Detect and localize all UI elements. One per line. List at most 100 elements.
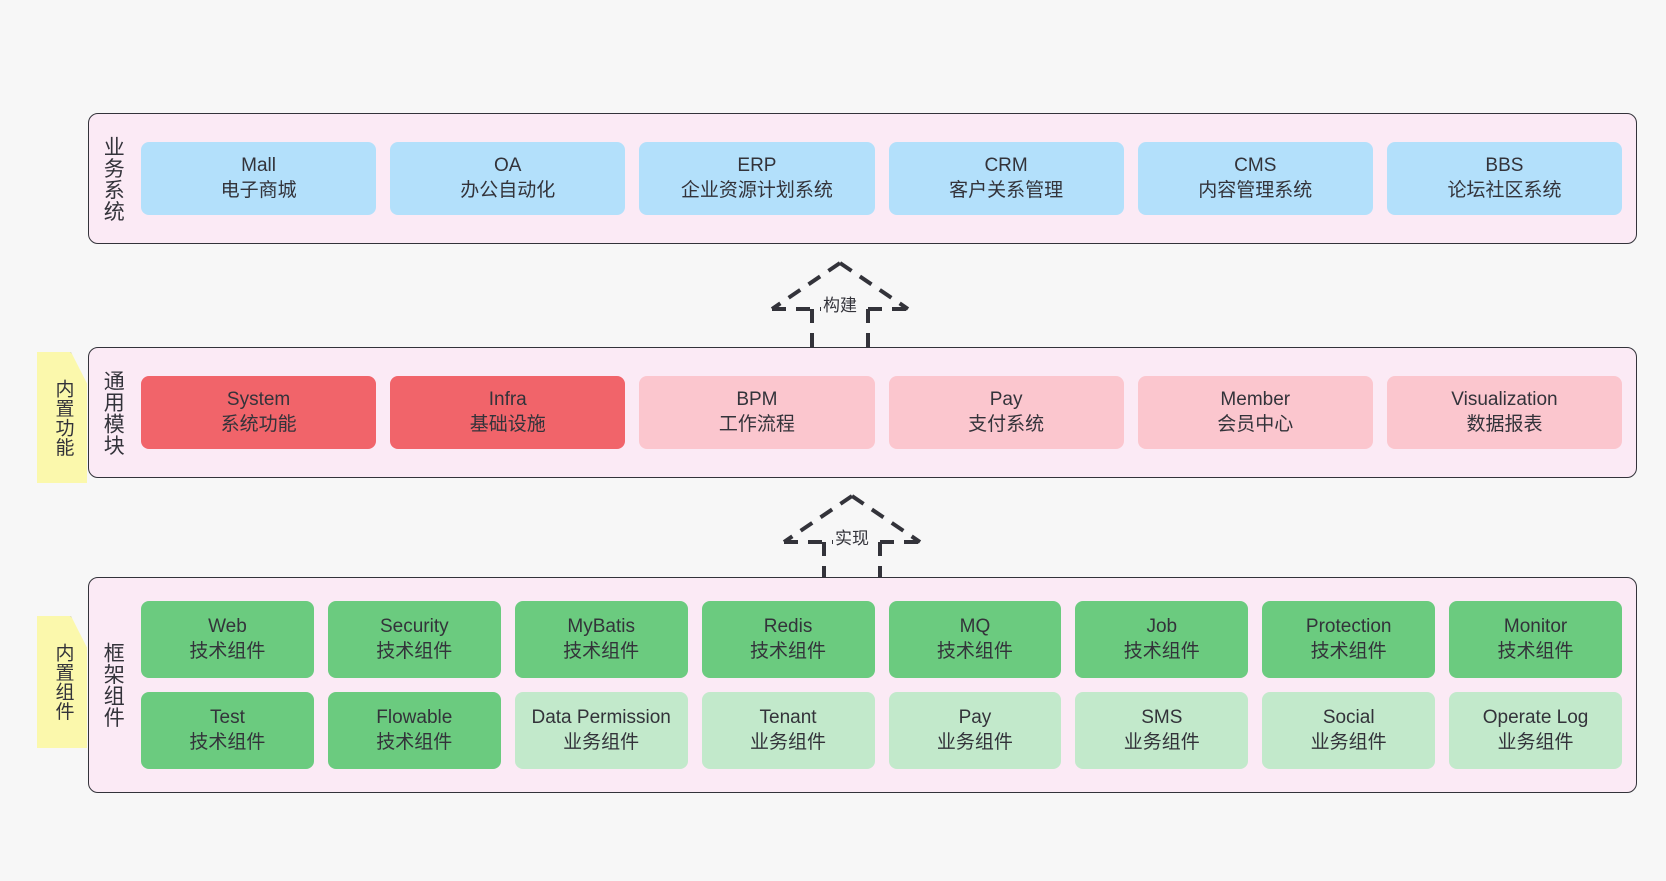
card-row: Test 技术组件 Flowable 技术组件 Data Permission …: [141, 692, 1622, 769]
note-builtin-function: 内置功能: [37, 352, 87, 483]
note-fold-icon: [70, 616, 87, 633]
card-title-cn: 技术组件: [1310, 640, 1387, 662]
card-title-en: Visualization: [1451, 389, 1558, 411]
card-oa[interactable]: OA 办公自动化: [390, 142, 626, 215]
layer-body-framework-component: Web 技术组件 Security 技术组件 MyBatis 技术组件 Redi…: [135, 578, 1636, 792]
card-title-cn: 技术组件: [376, 640, 453, 662]
layer-title-framework-component: 框架组件: [101, 642, 125, 728]
card-title-en: SMS: [1141, 707, 1183, 729]
card-title-cn: 技术组件: [1497, 640, 1574, 662]
card-title-cn: 业务组件: [1310, 731, 1387, 753]
card-title-en: Redis: [763, 616, 813, 638]
card-erp[interactable]: ERP 企业资源计划系统: [639, 142, 875, 215]
card-title-cn: 业务组件: [1123, 731, 1200, 753]
card-title-en: System: [226, 389, 291, 411]
card-tenant[interactable]: Tenant 业务组件: [701, 692, 875, 769]
card-sms[interactable]: SMS 业务组件: [1075, 692, 1249, 769]
card-title-en: Job: [1146, 616, 1178, 638]
card-title-en: ERP: [737, 155, 777, 177]
layer-title-business-system: 业务系统: [101, 135, 125, 222]
card-title-en: Member: [1220, 389, 1291, 411]
card-social[interactable]: Social 业务组件: [1262, 692, 1436, 769]
card-title-en: CMS: [1234, 155, 1277, 177]
card-job[interactable]: Job 技术组件: [1075, 601, 1249, 678]
card-title-cn: 技术组件: [376, 731, 453, 753]
card-title-cn: 基础设施: [469, 413, 546, 435]
card-title-en: Protection: [1305, 616, 1392, 638]
card-title-cn: 技术组件: [189, 731, 266, 753]
card-row: System 系统功能 Infra 基础设施 BPM 工作流程 Pay 支付系统…: [141, 376, 1623, 449]
card-title-cn: 会员中心: [1217, 413, 1294, 435]
card-member[interactable]: Member 会员中心: [1137, 376, 1373, 449]
card-data-permission[interactable]: Data Permission 业务组件: [514, 692, 688, 769]
arrow-realize: 实现: [772, 492, 932, 584]
card-system[interactable]: System 系统功能: [141, 376, 377, 449]
layer-common-module: 通用模块 System 系统功能 Infra 基础设施 BPM 工作流程 Pay…: [88, 347, 1637, 478]
card-title-cn: 技术组件: [936, 640, 1013, 662]
card-row: Web 技术组件 Security 技术组件 MyBatis 技术组件 Redi…: [141, 601, 1622, 678]
card-monitor[interactable]: Monitor 技术组件: [1449, 601, 1622, 678]
card-title-cn: 数据报表: [1466, 413, 1543, 435]
card-title-cn: 业务组件: [1497, 731, 1574, 753]
card-mybatis[interactable]: MyBatis 技术组件: [514, 601, 688, 678]
card-title-cn: 业务组件: [936, 731, 1013, 753]
card-flowable[interactable]: Flowable 技术组件: [327, 692, 501, 769]
card-operate-log[interactable]: Operate Log 业务组件: [1449, 692, 1622, 769]
card-title-en: OA: [494, 155, 522, 177]
card-web[interactable]: Web 技术组件: [141, 601, 314, 678]
note-fold-icon: [70, 352, 87, 369]
card-title-cn: 技术组件: [750, 640, 827, 662]
card-visualization[interactable]: Visualization 数据报表: [1386, 376, 1623, 449]
layer-framework-component: 框架组件 Web 技术组件 Security 技术组件 MyBatis 技术组件…: [88, 577, 1637, 793]
card-title-en: MQ: [959, 616, 991, 638]
arrow-build: 构建: [760, 259, 920, 351]
card-bbs[interactable]: BBS 论坛社区系统: [1386, 142, 1623, 215]
card-cms[interactable]: CMS 内容管理系统: [1137, 142, 1373, 215]
card-title-cn: 技术组件: [563, 640, 640, 662]
card-pay-component[interactable]: Pay 业务组件: [888, 692, 1062, 769]
layer-body-business-system: Mall 电子商城 OA 办公自动化 ERP 企业资源计划系统 CRM 客户关系…: [135, 114, 1636, 243]
arrow-build-label: 构建: [821, 291, 859, 316]
card-title-en: Pay: [958, 707, 992, 729]
card-title-cn: 电子商城: [220, 179, 297, 201]
card-title-en: Mall: [241, 155, 276, 177]
card-mall[interactable]: Mall 电子商城: [141, 142, 377, 215]
note-label: 内置功能: [52, 378, 74, 457]
card-title-cn: 工作流程: [718, 413, 795, 435]
card-title-cn: 支付系统: [968, 413, 1045, 435]
card-title-en: Pay: [989, 389, 1023, 411]
note-label: 内置组件: [52, 643, 74, 721]
card-title-en: MyBatis: [567, 616, 635, 638]
card-title-en: Data Permission: [531, 707, 671, 729]
card-title-en: Test: [210, 707, 245, 729]
arrow-realize-label: 实现: [833, 524, 871, 549]
card-row: Mall 电子商城 OA 办公自动化 ERP 企业资源计划系统 CRM 客户关系…: [141, 142, 1623, 215]
card-test[interactable]: Test 技术组件: [141, 692, 314, 769]
card-redis[interactable]: Redis 技术组件: [701, 601, 875, 678]
card-mq[interactable]: MQ 技术组件: [888, 601, 1062, 678]
card-crm[interactable]: CRM 客户关系管理: [888, 142, 1124, 215]
card-title-en: Web: [208, 616, 247, 638]
card-infra[interactable]: Infra 基础设施: [390, 376, 626, 449]
card-protection[interactable]: Protection 技术组件: [1262, 601, 1436, 678]
card-title-cn: 内容管理系统: [1198, 179, 1313, 201]
card-security[interactable]: Security 技术组件: [327, 601, 501, 678]
card-title-cn: 技术组件: [189, 640, 266, 662]
layer-title-common-module: 通用模块: [101, 369, 125, 456]
card-title-en: Operate Log: [1482, 707, 1589, 729]
card-title-cn: 系统功能: [220, 413, 297, 435]
card-title-en: BPM: [736, 389, 778, 411]
card-title-en: CRM: [984, 155, 1028, 177]
card-title-en: Security: [379, 616, 449, 638]
card-title-en: Infra: [488, 389, 527, 411]
card-title-cn: 业务组件: [750, 731, 827, 753]
card-title-cn: 办公自动化: [460, 179, 556, 201]
card-pay[interactable]: Pay 支付系统: [888, 376, 1124, 449]
card-title-cn: 论坛社区系统: [1447, 179, 1562, 201]
card-title-en: Social: [1322, 707, 1375, 729]
card-bpm[interactable]: BPM 工作流程: [639, 376, 875, 449]
card-title-en: Tenant: [759, 707, 817, 729]
card-title-en: Flowable: [376, 707, 453, 729]
card-title-cn: 客户关系管理: [949, 179, 1064, 201]
layer-body-common-module: System 系统功能 Infra 基础设施 BPM 工作流程 Pay 支付系统…: [135, 348, 1636, 477]
